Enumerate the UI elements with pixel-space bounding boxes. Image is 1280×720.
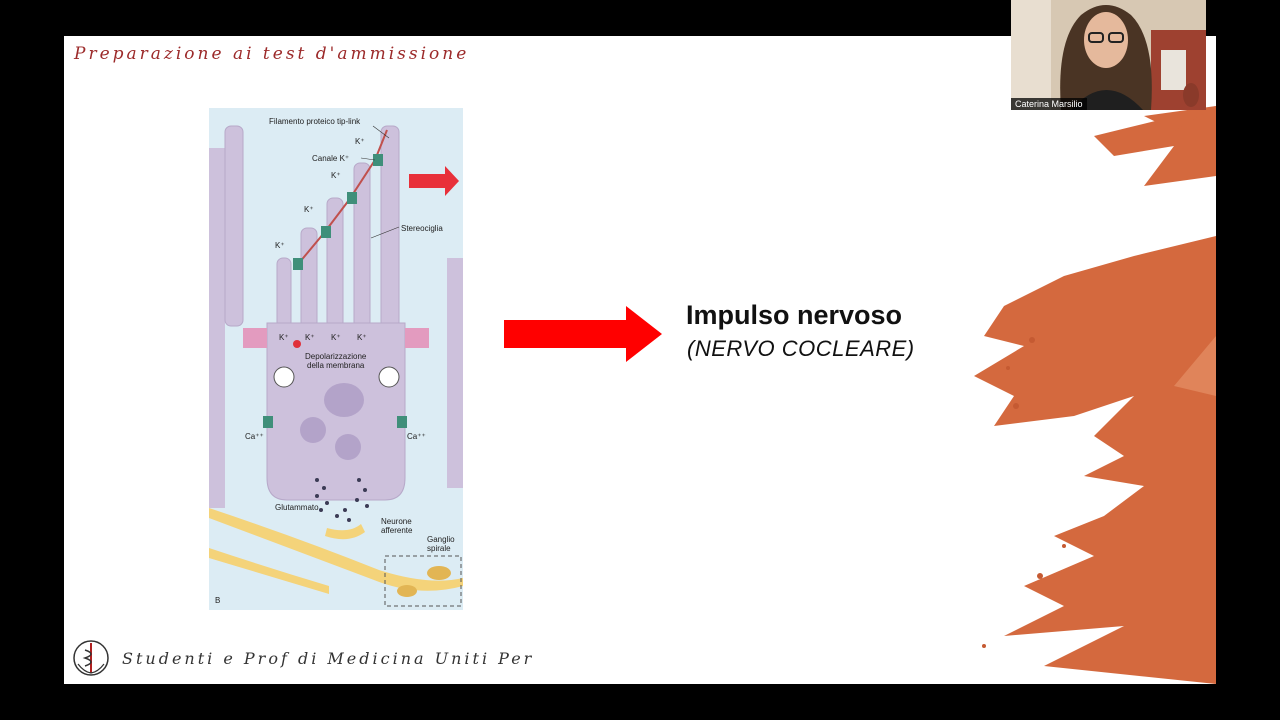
label-ganglion: spirale (427, 544, 451, 553)
slide-header: Preparazione ai test d'ammissione (74, 44, 470, 64)
label-neuron: Neurone (381, 517, 412, 526)
label-k-ion: K⁺ (279, 333, 289, 342)
label-k-ion: K⁺ (305, 333, 315, 342)
label-k-ion: K⁺ (357, 333, 367, 342)
caduceus-logo-icon (73, 640, 109, 676)
label-neuron: afferente (381, 526, 413, 535)
label-tip-link: Filamento proteico tip-link (269, 117, 361, 126)
slide-footer: Studenti e Prof di Medicina Uniti Per (70, 636, 534, 680)
label-k-ion: K⁺ (275, 241, 285, 250)
footer-text: Studenti e Prof di Medicina Uniti Per (122, 648, 535, 668)
label-k-ion: K⁺ (331, 171, 341, 180)
webcam-video-tile[interactable]: Caterina Marsilio (1011, 0, 1206, 110)
participant-video-icon (1011, 0, 1206, 110)
hair-cell-diagram: Filamento proteico tip-link Canale K⁺ St… (209, 117, 463, 607)
label-depolarization: Depolarizzazione (305, 352, 367, 361)
label-calcium: Ca⁺⁺ (245, 432, 264, 441)
label-k-ion: K⁺ (331, 333, 341, 342)
label-stereocilia: Stereociglia (401, 224, 443, 233)
impulse-subtitle: (NERVO COCLEARE) (687, 336, 915, 361)
presentation-slide: Preparazione ai test d'ammissione (64, 36, 1216, 684)
label-depolarization: della membrana (307, 361, 365, 370)
participant-name: Caterina Marsilio (1011, 98, 1087, 110)
label-k-ion: K⁺ (304, 205, 314, 214)
label-panel-letter: B (215, 596, 220, 605)
label-ganglion: Ganglio (427, 535, 455, 544)
label-k-ion: K⁺ (355, 137, 365, 146)
impulse-title: Impulso nervoso (686, 300, 903, 330)
hair-cell-figure: Filamento proteico tip-link Canale K⁺ St… (209, 108, 463, 610)
label-channel: Canale K⁺ (312, 154, 349, 163)
label-calcium: Ca⁺⁺ (407, 432, 426, 441)
label-glutamate: Glutammato (275, 503, 319, 512)
red-arrow-icon (504, 306, 662, 362)
paint-splash-decoration (974, 106, 1216, 684)
